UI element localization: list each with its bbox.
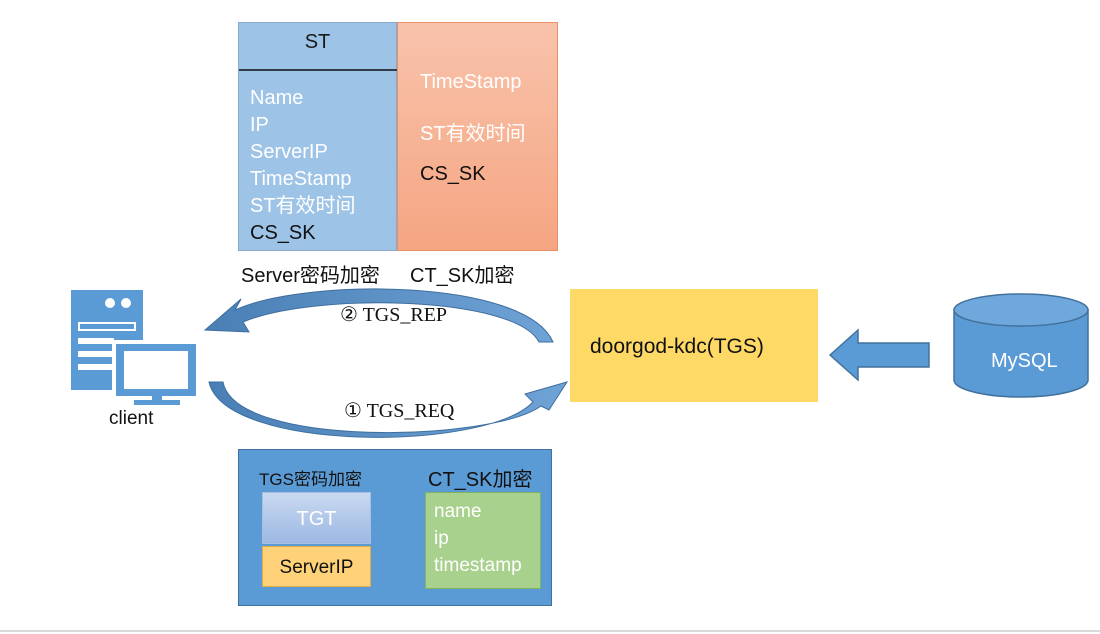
st-caption-ctsk-encrypt: CT_SK加密	[410, 265, 515, 287]
st-right-field: TimeStamp	[420, 71, 522, 93]
req-field: ip	[434, 528, 449, 549]
st-title: ST	[304, 31, 331, 53]
st-ticket-plain-section: ST Name IP ServerIP TimeStamp ST有效时间 CS_…	[238, 22, 397, 251]
rep-arrow	[203, 288, 554, 343]
st-field-list: Name IP ServerIP TimeStamp ST有效时间 CS_SK	[250, 85, 356, 247]
ctsk-encrypted-block: name ip timestamp	[425, 492, 541, 589]
tgs-req-label: ① TGS_REQ	[344, 400, 455, 422]
kdc-tgs-box: doorgod-kdc(TGS)	[570, 289, 818, 402]
st-title-divider	[239, 69, 397, 71]
tgs-request-packet: TGS密码加密 CT_SK加密 TGT ServerIP name ip tim…	[238, 449, 552, 606]
st-field: ServerIP	[250, 141, 328, 163]
st-field: IP	[250, 114, 269, 136]
st-right-field: CS_SK	[420, 163, 486, 185]
req-caption-tgs-encrypt: TGS密码加密	[259, 470, 362, 489]
client-label: client	[109, 408, 154, 429]
st-right-field-list: TimeStamp ST有效时间 CS_SK	[420, 71, 526, 209]
st-caption-server-encrypt: Server密码加密	[241, 265, 380, 287]
db-to-kdc-arrow	[828, 328, 930, 382]
st-ticket-encrypted-section: TimeStamp ST有效时间 CS_SK	[397, 22, 558, 251]
tgs-rep-label: ② TGS_REP	[340, 304, 448, 326]
mysql-label: MySQL	[991, 350, 1058, 372]
bottom-divider	[0, 630, 1100, 632]
tgt-block: TGT	[262, 492, 371, 544]
server-ip-block: ServerIP	[262, 546, 371, 587]
st-right-field: ST有效时间	[420, 123, 526, 145]
st-field: CS_SK	[250, 222, 316, 244]
st-field: Name	[250, 87, 304, 109]
mysql-database-icon	[953, 293, 1089, 398]
req-arrow	[208, 381, 569, 438]
req-field: timestamp	[434, 555, 522, 576]
client-computer-icon	[71, 290, 200, 405]
req-field: name	[434, 501, 482, 522]
st-field: ST有效时间	[250, 195, 356, 217]
kdc-label: doorgod-kdc(TGS)	[590, 335, 764, 358]
tgs-flow-arrows	[203, 288, 569, 438]
req-caption-ctsk-encrypt: CT_SK加密	[428, 469, 533, 491]
st-field: TimeStamp	[250, 168, 352, 190]
